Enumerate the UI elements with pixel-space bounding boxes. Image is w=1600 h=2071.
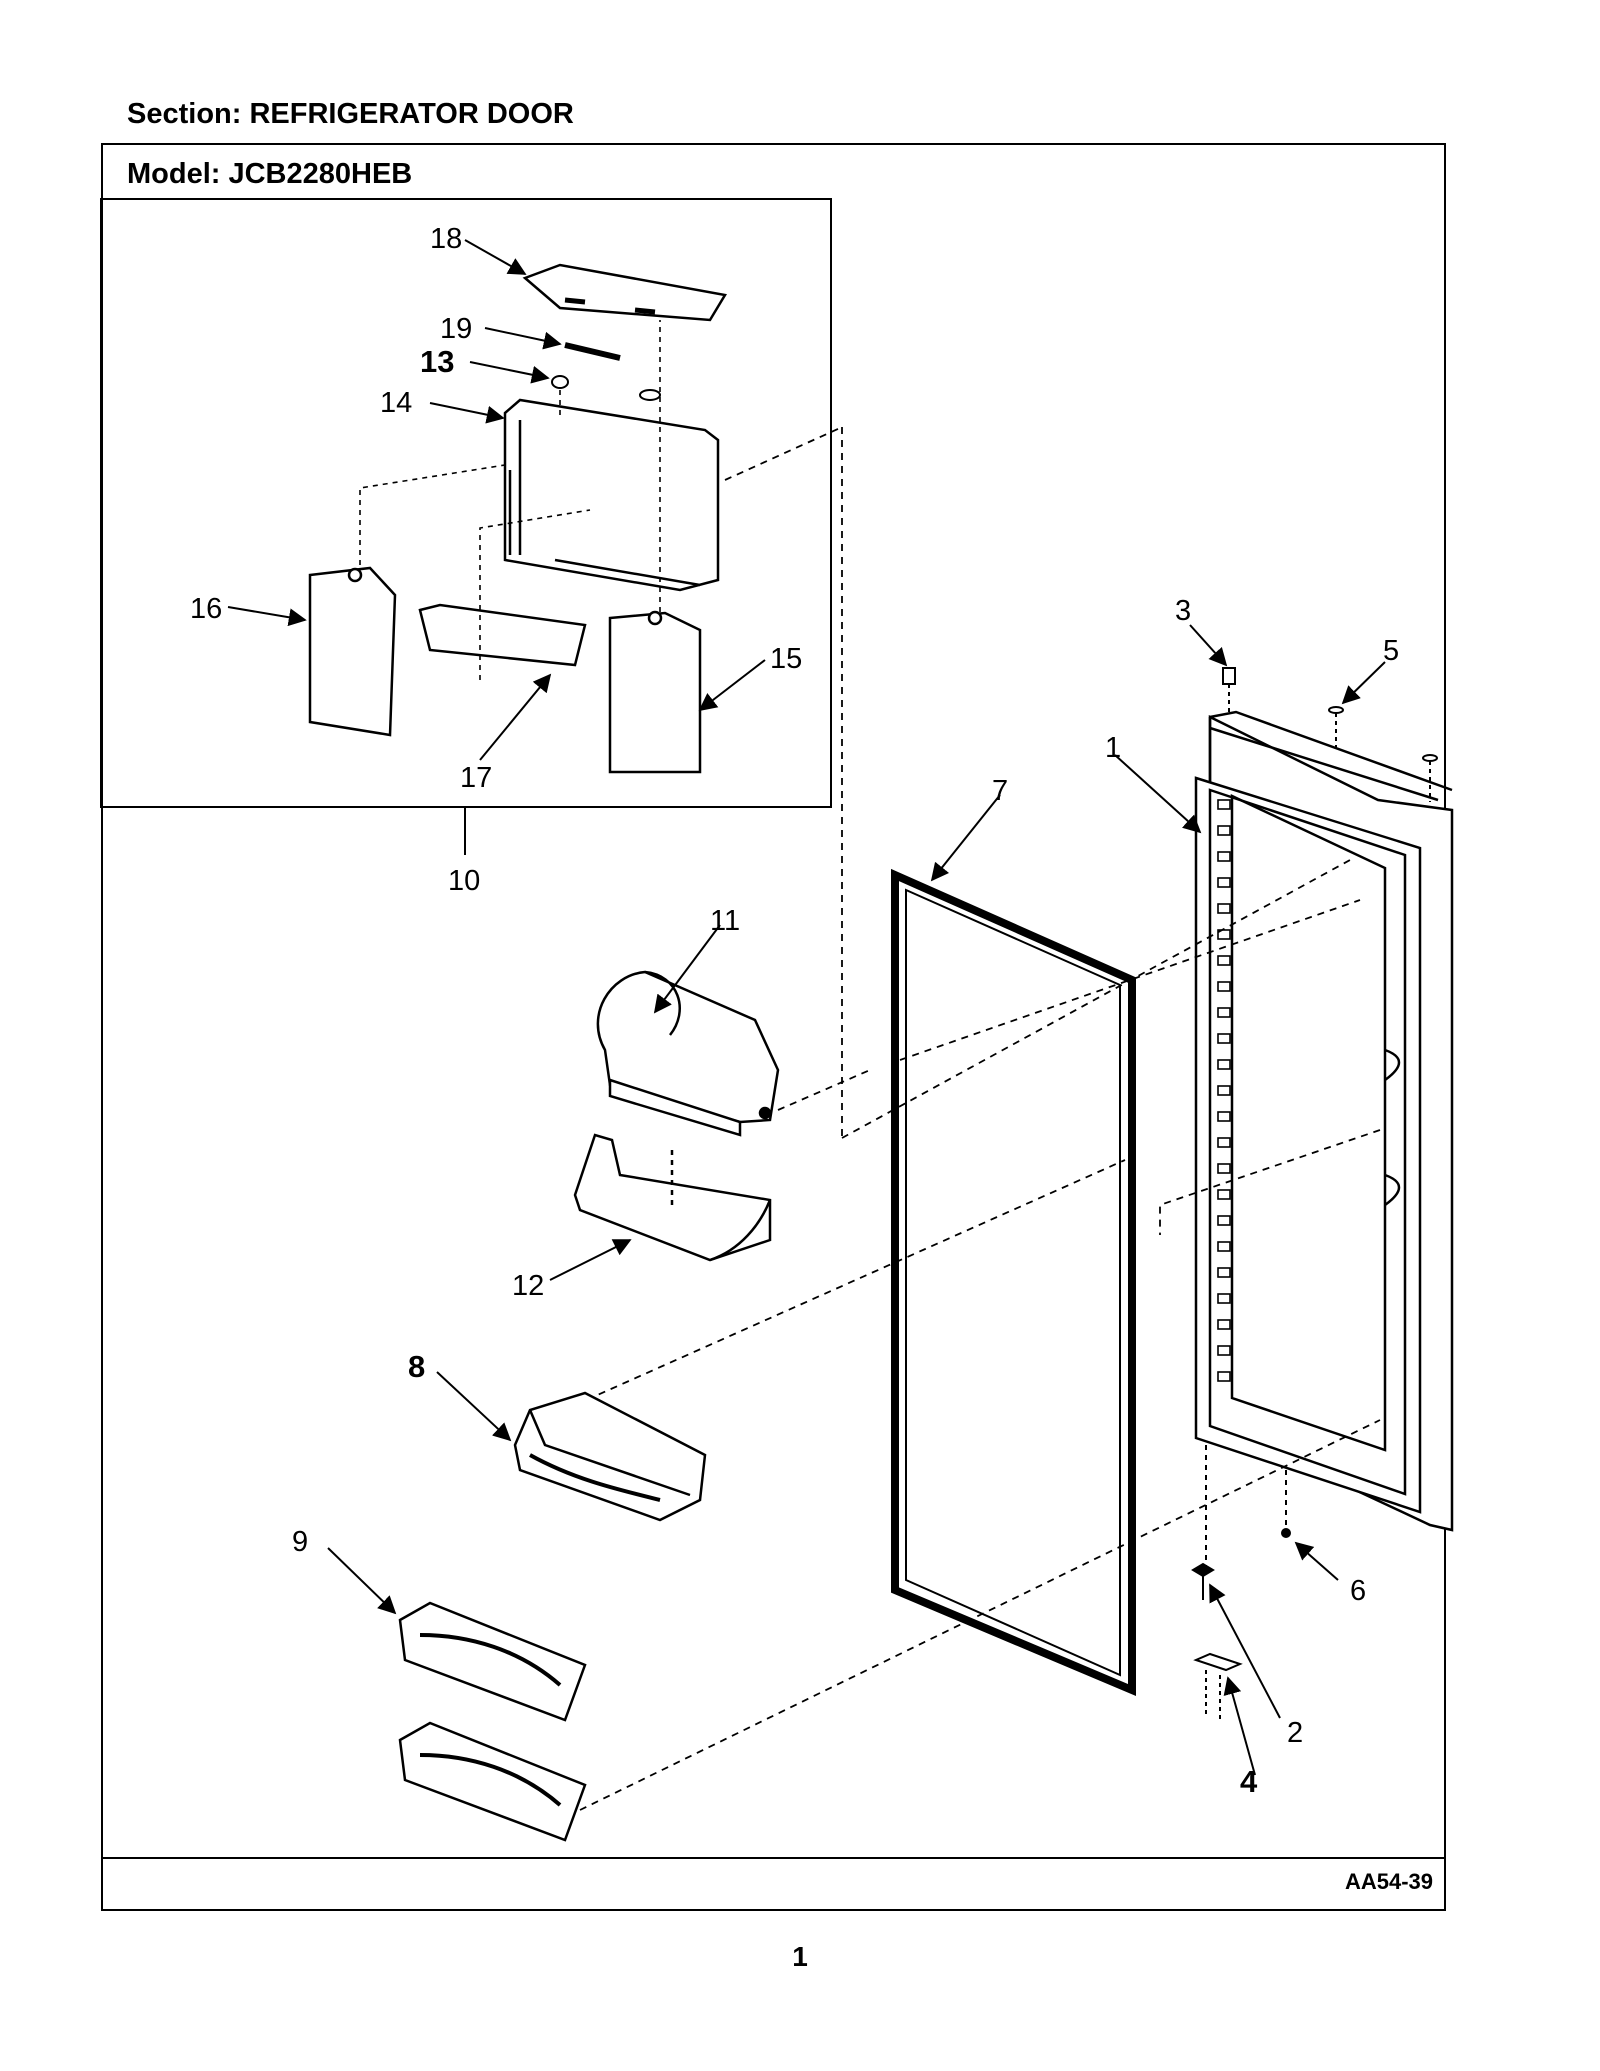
callout-13: 13 <box>420 344 454 379</box>
callout-5: 5 <box>1383 635 1399 667</box>
spring-part-19 <box>564 342 621 361</box>
hinge-bushing-part-3 <box>1222 667 1236 712</box>
callout-11: 11 <box>710 905 740 937</box>
callout-7: 7 <box>992 775 1008 807</box>
callout-18: 18 <box>430 223 462 255</box>
callout-2: 2 <box>1287 1717 1303 1749</box>
inset-box-assembly-10 <box>100 198 832 808</box>
dairy-bin-part-12 <box>573 1133 772 1262</box>
door-liner <box>1194 776 1422 1514</box>
door-bin-part-8 <box>513 1391 707 1522</box>
callout-15: 15 <box>770 643 802 675</box>
section-title: Section: REFRIGERATOR DOOR <box>127 98 574 130</box>
callout-17: 17 <box>460 762 492 794</box>
bottom-hinge-hardware <box>1191 1445 1291 1720</box>
assembly-reference-lines <box>574 427 1381 1811</box>
tray-part-17 <box>418 603 587 667</box>
callout-1: 1 <box>1105 732 1121 764</box>
model-title: Model: JCB2280HEB <box>127 158 413 190</box>
callout-9: 9 <box>292 1526 308 1558</box>
door-shelf-part-9-lower <box>398 1721 587 1842</box>
callout-6: 6 <box>1350 1575 1366 1607</box>
callout-10: 10 <box>448 865 480 897</box>
callout-12: 12 <box>512 1270 544 1302</box>
side-cover-part-16 <box>308 566 397 737</box>
inset-dashed-lines <box>359 320 661 680</box>
side-cover-part-15 <box>608 610 702 774</box>
cover-part-18 <box>522 263 728 322</box>
callout-16: 16 <box>190 593 222 625</box>
callout-3: 3 <box>1175 595 1191 627</box>
top-screws-part-5 <box>1328 706 1438 802</box>
callout-19: 19 <box>440 313 472 345</box>
callout-leaders <box>227 239 1386 1776</box>
door-shelf-part-9-upper <box>398 1601 587 1722</box>
dispenser-housing-part-14 <box>503 398 720 592</box>
door-gasket <box>891 868 1136 1697</box>
dairy-compartment-part-11 <box>596 970 780 1137</box>
drawing-code: AA54-39 <box>1344 1869 1433 1894</box>
liner-shelf-supports <box>1217 799 1231 1382</box>
page-number: 1 <box>792 1941 808 1972</box>
callout-4: 4 <box>1240 1764 1258 1799</box>
clip-part-13 <box>551 375 661 401</box>
callout-8: 8 <box>408 1349 425 1384</box>
footer-divider <box>101 1857 1446 1859</box>
callout-14: 14 <box>380 387 412 419</box>
